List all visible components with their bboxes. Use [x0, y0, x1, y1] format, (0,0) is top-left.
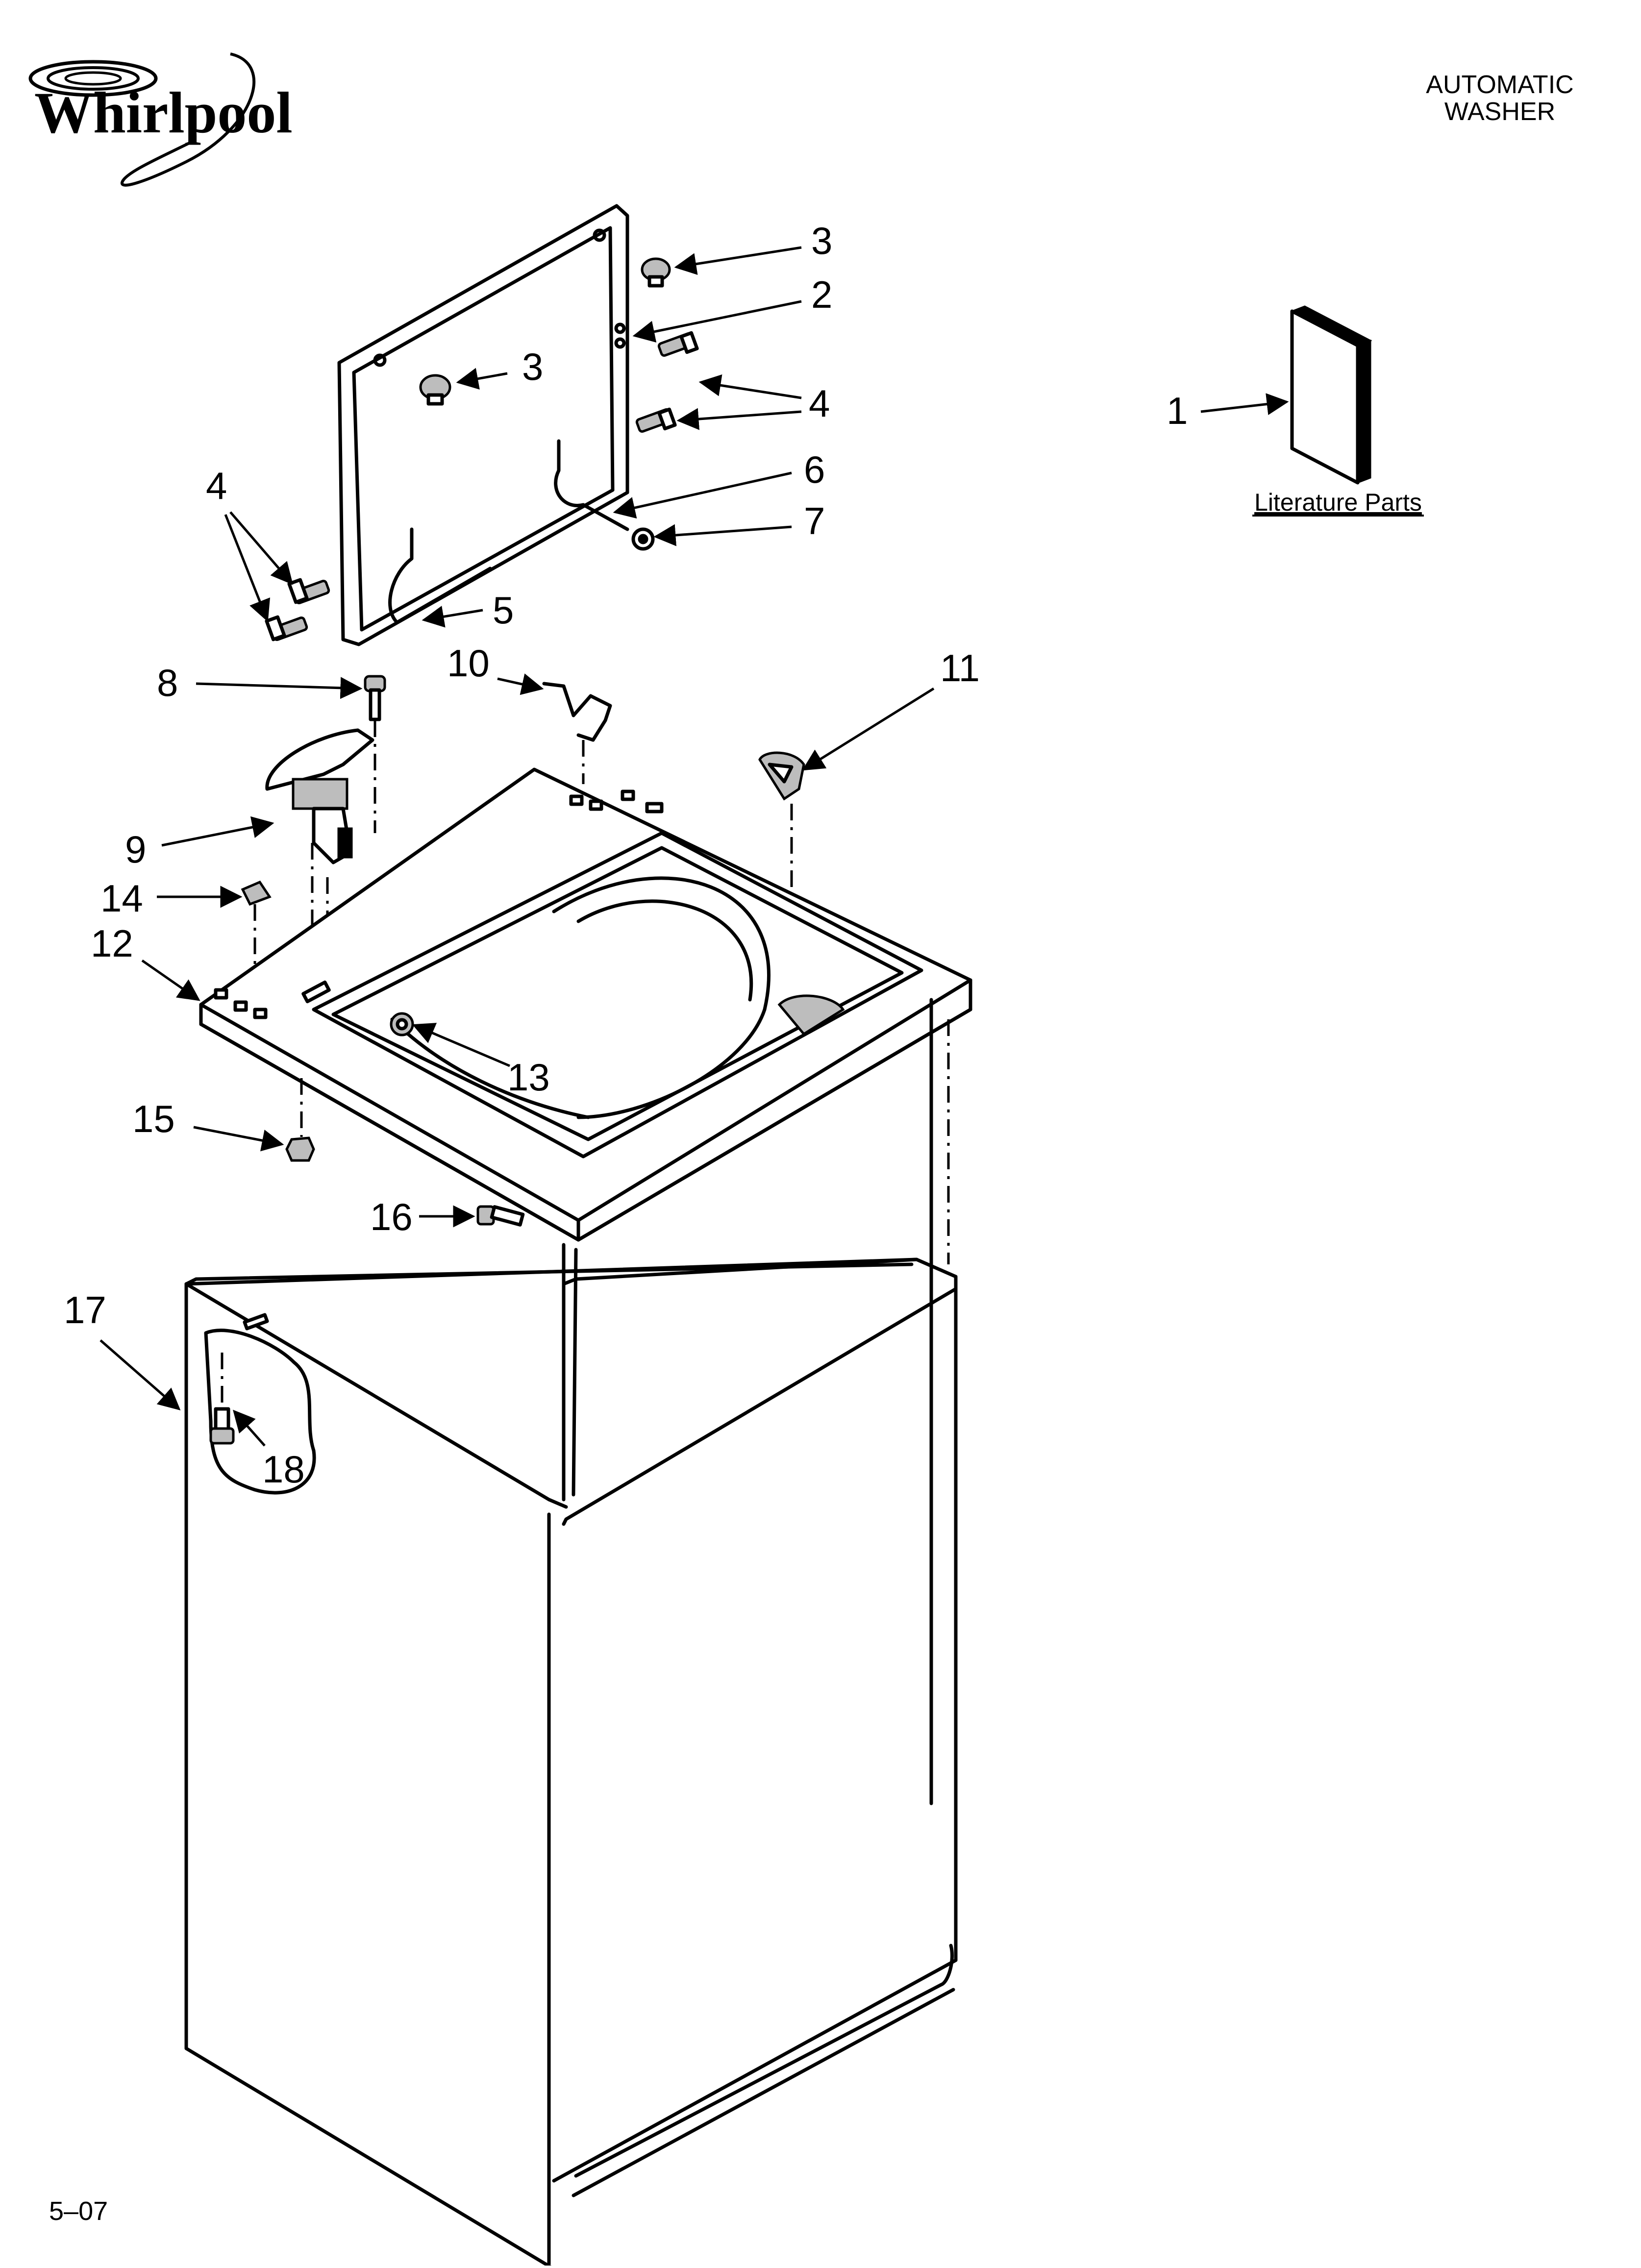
callout-15: 15 [132, 1097, 175, 1140]
hinge-screw-right-upper [657, 331, 699, 357]
wire-clip [542, 682, 612, 742]
callout-16: 16 [370, 1195, 413, 1238]
callout-10: 10 [447, 641, 490, 685]
callout-9: 9 [125, 828, 146, 871]
hinge-rod-left [388, 527, 492, 624]
brand-name: Whirlpool [34, 80, 293, 145]
hinge-screw-right-lower [635, 407, 677, 433]
top-panel [199, 767, 972, 1242]
callout-3-upper: 3 [811, 219, 832, 262]
callout-17: 17 [64, 1288, 106, 1331]
callout-numbers: 1 2 3 3 4 4 4 5 6 7 8 9 10 11 12 13 14 1… [64, 219, 1188, 1491]
retainer-clip [241, 880, 272, 906]
cabinet-screw [476, 1205, 525, 1227]
cabinet-cutaway-screw [209, 1407, 235, 1445]
lid-stop [631, 527, 655, 551]
callout-13: 13 [507, 1056, 550, 1099]
switch-screw [364, 675, 386, 721]
leader-arrows [99, 246, 1289, 1447]
callout-6: 6 [804, 448, 825, 491]
whirlpool-logo: Whirlpool [28, 52, 293, 187]
header-line-1: AUTOMATIC [1426, 71, 1573, 99]
callout-11: 11 [940, 646, 980, 690]
callout-4-right: 4 [809, 382, 830, 425]
lid-switch [265, 728, 374, 864]
callout-2: 2 [811, 273, 832, 316]
callout-4-left: 4 [206, 464, 227, 507]
softener-dispenser-knob [758, 751, 805, 801]
cabinet [184, 998, 958, 2268]
literature-parts-booklet [1290, 305, 1372, 485]
callout-5: 5 [493, 589, 514, 632]
callout-14: 14 [100, 877, 143, 920]
callout-18: 18 [262, 1448, 305, 1491]
bleach-dispenser-fitting [390, 1012, 414, 1036]
hex-nut [285, 1136, 315, 1162]
lid-bumper-lower [419, 374, 451, 406]
hinge-rod-right [554, 439, 629, 531]
hinge-screw-left-upper [287, 578, 330, 604]
revision-code: 5–07 [49, 2196, 108, 2226]
header-line-2: WASHER [1444, 98, 1555, 126]
callout-8: 8 [157, 661, 178, 704]
lid-panel [337, 204, 629, 646]
hinge-screw-left-lower [265, 615, 308, 641]
callout-1: 1 [1167, 389, 1188, 432]
callout-12: 12 [91, 922, 133, 965]
lid-bumper-upper [641, 257, 671, 288]
callout-7: 7 [804, 499, 825, 542]
literature-caption: Literature Parts [1254, 489, 1422, 516]
callout-3-lower: 3 [522, 345, 543, 388]
